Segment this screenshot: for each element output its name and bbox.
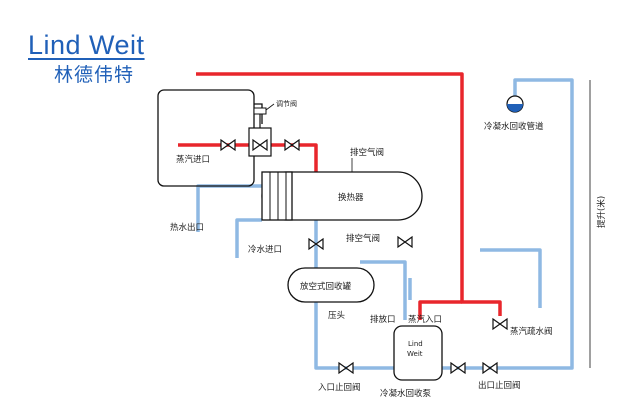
pump-label: 冷凝水回收泵	[380, 388, 432, 399]
regulator-label: 调节阀	[276, 99, 297, 108]
brand-logo: Lind Weit 林德伟特	[28, 30, 145, 86]
steam-inlet-2-label: 蒸汽入口	[408, 314, 442, 325]
steam-inlet-label: 蒸汽进口	[176, 154, 210, 165]
pump-text-line1: Lind	[408, 340, 423, 348]
heat-exchanger-label: 换热器	[338, 192, 364, 203]
steam-trap-label: 蒸汽疏水阀	[510, 326, 553, 337]
recovery-pipe-gauge	[506, 95, 524, 113]
regulator-valve	[248, 107, 272, 157]
vent-valve-top-label: 排空气阀	[350, 147, 384, 158]
return-pipe-label: 冷凝水回收管道	[484, 121, 544, 132]
inlet-stop-valve-label: 入口止回阀	[318, 382, 361, 393]
control-loop	[157, 89, 263, 187]
steam-trap	[492, 318, 508, 330]
outlet-stop-valve-label: 出口止回阀	[478, 380, 521, 391]
lift-height-label: 提升(米)	[596, 196, 607, 228]
drain-outlet-label: 排放口	[370, 314, 396, 325]
vent-valve-mid-label: 排空气阀	[346, 233, 380, 244]
air-head-label: 压头	[328, 310, 346, 321]
tank-label: 放空式回收罐	[300, 281, 352, 292]
hot-water-outlet-label: 热水出口	[170, 222, 204, 233]
brand-name-cn: 林德伟特	[54, 64, 135, 86]
inlet-stop-valve	[338, 362, 354, 374]
cold-water-inlet-label: 冷水进口	[248, 244, 282, 255]
recovery-tank	[287, 267, 375, 303]
pump-text-line2: Weit	[407, 350, 423, 358]
condensate-pump: Lind Weit	[393, 325, 443, 381]
heat-exchanger	[261, 171, 423, 221]
brand-name: Lind Weit	[28, 30, 145, 60]
